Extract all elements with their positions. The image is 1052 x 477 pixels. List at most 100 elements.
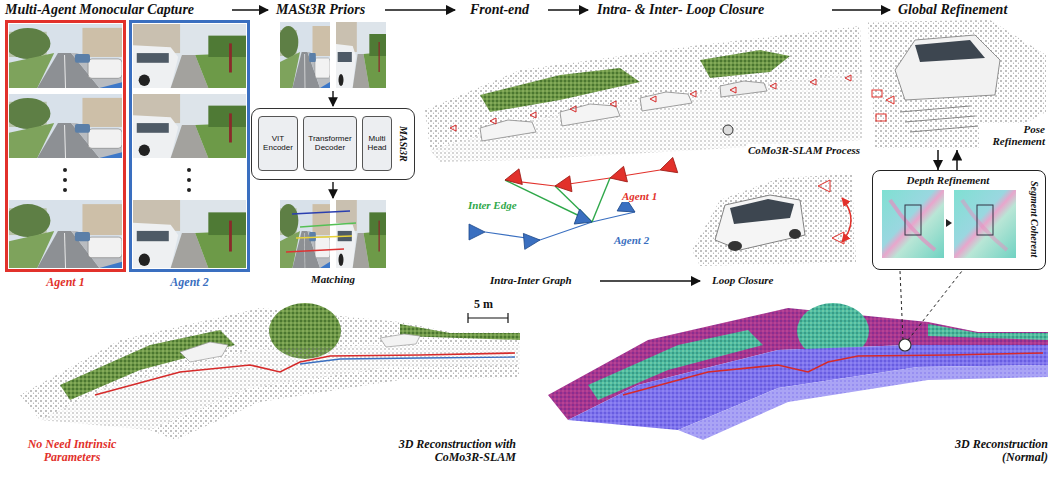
input-pair	[278, 200, 330, 268]
flow-arrow	[332, 91, 333, 106]
reconstruction-rgb	[180, 342, 228, 362]
stage-arrow	[385, 9, 455, 11]
loop-closure-view	[692, 174, 856, 266]
pose-graph	[503, 157, 677, 193]
agent-photo	[133, 200, 246, 268]
flow-connector	[956, 150, 958, 170]
pose-graph	[503, 169, 522, 188]
global-cloud	[905, 116, 975, 122]
scale-label: 5 m	[474, 298, 493, 311]
box-title: Depth Refinement	[873, 174, 1023, 186]
stage-arrow	[832, 9, 890, 11]
ellipsis-dots	[63, 178, 67, 182]
reconstruction-rgb	[20, 303, 520, 440]
frontend-cloud	[430, 72, 862, 162]
agent-label: Agent 2	[132, 276, 247, 289]
global-cloud	[910, 126, 978, 132]
zoom-leader	[899, 271, 962, 351]
graph-label: Inter Edge	[466, 199, 519, 211]
frontend-cloud	[720, 81, 767, 97]
side-label: Segment Coherent	[1029, 181, 1040, 257]
loop-closure-view	[692, 174, 856, 266]
pose-graph	[574, 209, 595, 230]
ellipsis-dots	[187, 178, 191, 182]
module-label: Transformer Decoder	[308, 135, 351, 153]
pose-graph	[554, 176, 572, 194]
refinement-box: Depth RefinementSegment Coherent	[872, 170, 1046, 270]
reconstruction-rgb	[95, 353, 515, 395]
loop-closure-view	[730, 199, 794, 224]
agent-photo	[5, 94, 122, 158]
global-cloud	[915, 40, 985, 62]
agent-panel: Agent 1	[5, 20, 126, 272]
zoom-leader	[900, 271, 903, 340]
module-box: Transformer Decoder	[303, 116, 357, 171]
panel-label: Pose Refinement	[979, 123, 1045, 147]
frontend-cloud	[450, 75, 851, 131]
stage-heading: Intra- & Inter- Loop Closure	[597, 2, 764, 17]
agent-photo	[133, 94, 246, 158]
ellipsis-dots	[63, 168, 67, 172]
image-caption: 3D Reconstruction (Normal)	[918, 438, 1048, 464]
pose-graph	[608, 166, 627, 185]
pose-graph	[505, 170, 660, 186]
agent-photo	[5, 200, 122, 268]
reconstruction-normal	[548, 303, 1048, 440]
depth-map	[954, 190, 1016, 258]
loop-closure-view	[715, 195, 805, 250]
model-name: MASt3R	[398, 126, 409, 162]
pose-graph	[469, 157, 700, 281]
scale-bar	[467, 313, 468, 323]
reconstruction-normal	[928, 324, 1048, 340]
module-box: VIT Encoder	[258, 116, 298, 171]
pose-graph	[658, 157, 678, 177]
frontend-cloud	[560, 104, 620, 126]
loop-closure-view	[832, 232, 844, 244]
frontend-cloud	[480, 68, 640, 112]
scale-bar	[507, 313, 508, 323]
input-pair	[278, 22, 330, 88]
loop-closure-view	[818, 180, 830, 192]
graph-label: Agent 2	[612, 234, 651, 246]
input-pair	[336, 200, 386, 268]
module-label: Multi Head	[367, 135, 386, 153]
ellipsis-dots	[63, 168, 191, 192]
match-line	[296, 236, 352, 238]
match-line	[286, 249, 344, 252]
frontend-cloud	[700, 50, 790, 78]
global-cloud	[868, 20, 1046, 148]
image-caption: Matching	[288, 273, 378, 285]
pose-graph	[469, 224, 485, 240]
frontend-cloud	[490, 118, 496, 124]
stage-arrow	[232, 9, 268, 11]
note-label: No Need Intrinsic Parameters	[10, 438, 134, 464]
frontend-cloud	[650, 96, 656, 102]
loop-closure-view	[789, 229, 801, 239]
global-cloud	[872, 90, 894, 121]
pose-graph	[523, 232, 540, 249]
frontend-cloud	[690, 91, 696, 97]
depth-map	[905, 205, 921, 235]
global-cloud	[876, 114, 886, 121]
zoom-leader	[908, 271, 962, 340]
ellipsis-dots	[63, 188, 67, 192]
reconstruction-normal	[623, 353, 1043, 395]
scale-bar	[468, 317, 508, 318]
loop-closure-view	[818, 180, 844, 244]
stage-heading: MASt3R Priors	[276, 2, 365, 17]
frontend-cloud	[570, 106, 576, 112]
stage-heading: Front-end	[470, 2, 529, 17]
reconstruction-normal	[678, 365, 1048, 440]
frontend-cloud	[845, 75, 851, 81]
frontend-cloud	[723, 125, 733, 135]
image-caption: Loop Closure	[712, 274, 773, 286]
match-line	[292, 211, 350, 214]
global-cloud	[872, 90, 882, 97]
pose-graph	[600, 280, 700, 282]
scale-bar	[468, 313, 508, 323]
depth-map	[882, 190, 944, 258]
agent-panel: Agent 2	[129, 20, 250, 272]
agent-photo	[5, 24, 122, 88]
